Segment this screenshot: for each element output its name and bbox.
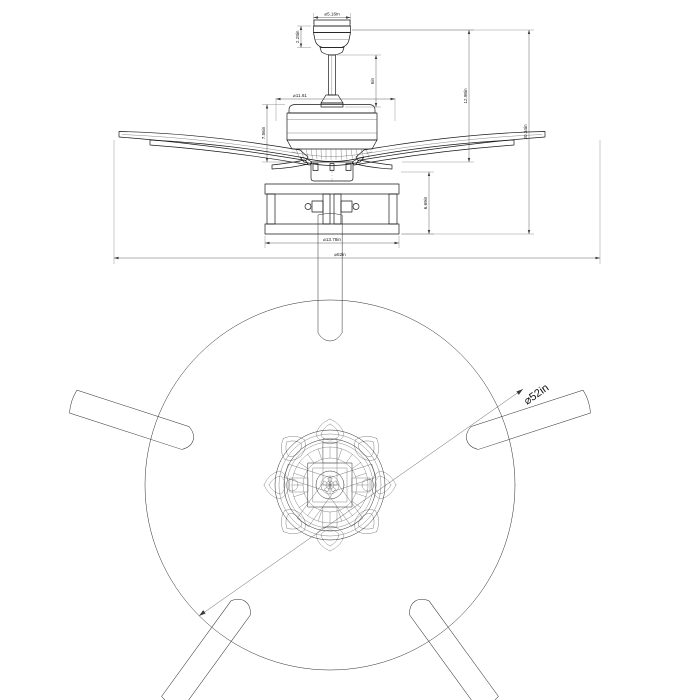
diameter-leader-line — [198, 388, 524, 617]
dim-blade-span-side: ⌀52in — [113, 140, 601, 264]
hub-ring-outer — [274, 429, 386, 541]
dim-label-upper-height: 12.98in — [463, 88, 468, 104]
switch-block-left — [312, 163, 319, 171]
dim-label-canopy-height: 2.28in — [295, 30, 300, 43]
dim-cage-diameter: ⌀13.78in — [264, 236, 400, 248]
hub-center-boss — [315, 470, 345, 500]
switch-block-right — [345, 163, 352, 171]
diameter-arrow-end — [516, 389, 523, 395]
dim-label-motor-diameter: ⌀11.61 — [293, 93, 307, 98]
blade-left-far-edge — [121, 134, 299, 154]
dim-label-blade-span-side: ⌀52in — [334, 252, 346, 257]
hub-arm-1 — [297, 480, 336, 527]
hub-ring-outer-inner — [278, 433, 382, 537]
petal-1 — [315, 418, 345, 445]
blade-plan-4 — [466, 389, 591, 450]
blade-plan-2 — [69, 389, 194, 450]
dim-motor-diameter: ⌀11.61 — [275, 93, 396, 121]
plan-switch-housing — [285, 442, 375, 528]
dim-label-cage-diameter: ⌀13.78in — [323, 237, 341, 242]
motor-top-shoulder — [288, 104, 376, 114]
dim-label-cage-height: 6.69in — [423, 196, 428, 209]
petal-2 — [354, 436, 379, 461]
dim-total-height: 20.34in — [352, 29, 534, 235]
dim-label-canopy-diameter: ⌀5.16in — [324, 12, 340, 17]
socket-left-cap — [304, 203, 312, 210]
motor-yoke — [320, 94, 344, 108]
socket-right — [340, 200, 360, 213]
socket-right-body — [340, 200, 353, 213]
hub-radial-fins — [291, 446, 369, 524]
center-crosshair — [320, 475, 340, 495]
switch-housing — [310, 160, 354, 184]
cage-bottom-rail — [264, 223, 400, 235]
socket-left — [304, 200, 324, 213]
socket-right-cap — [352, 203, 360, 210]
hub-ring-mid-inner — [286, 441, 374, 529]
dim-label-total-height: 20.34in — [523, 124, 528, 140]
hub-petal-ring — [263, 418, 397, 552]
blade-set-plan — [69, 213, 591, 700]
petal-7 — [263, 470, 290, 500]
motor-fin-detail — [291, 148, 373, 160]
diameter-arrow-start — [199, 610, 206, 616]
dim-canopy-diameter: ⌀5.16in — [313, 12, 351, 24]
socket-left-body — [311, 200, 324, 213]
plan-housing-square — [307, 462, 353, 508]
blade-plan-3 — [317, 213, 343, 342]
blade-plan-5 — [409, 599, 499, 700]
petal-8 — [281, 436, 306, 461]
blade-sweep-circle — [144, 299, 516, 671]
petal-3 — [370, 470, 397, 500]
dim-canopy-height: 2.28in — [295, 25, 311, 48]
blade-plan-1 — [161, 599, 251, 700]
cage-assembly — [264, 183, 400, 235]
hub-arm-4 — [327, 463, 377, 492]
hub-arm-5 — [324, 480, 363, 527]
hub-blade-arms — [283, 438, 377, 527]
center-boss-outer — [315, 470, 345, 500]
dim-label-motor-height: 7.56in — [261, 126, 266, 139]
dim-downrod-length: 6in — [337, 54, 381, 108]
plan-socket-right — [351, 477, 371, 493]
dim-cage-height: 6.69in — [401, 171, 434, 235]
plan-socket-right-cap — [361, 478, 375, 492]
plan-connector-bottom — [322, 506, 338, 528]
plan-socket-left-cap — [285, 478, 299, 492]
dim-motor-height: 7.56in — [261, 104, 300, 163]
plan-connector-top — [322, 442, 338, 464]
hub-arm-2 — [283, 463, 333, 492]
motor-housing — [286, 104, 378, 166]
fin-spokes — [291, 446, 369, 524]
petal-5 — [315, 525, 345, 552]
plan-socket-left — [289, 477, 309, 493]
blade-right-far-edge — [365, 134, 543, 154]
blade-front-right-stub — [355, 159, 393, 170]
cage-top-rail — [264, 183, 400, 195]
yoke-collar — [320, 102, 344, 108]
plan-housing-inner-square — [312, 467, 348, 503]
side-elevation-view: ⌀5.16in 2.28in 6in ⌀11.61 — [113, 12, 601, 264]
dim-label-downrod-length: 6in — [370, 77, 375, 84]
switch-housing-body — [310, 161, 354, 182]
